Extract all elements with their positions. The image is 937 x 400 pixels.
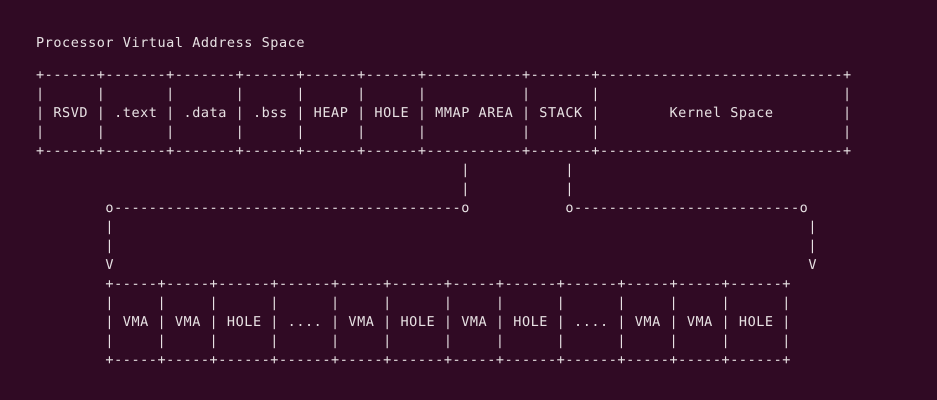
ascii-memory-layout-diagram: +------+-------+-------+------+------+--… [36, 67, 852, 368]
page-title: Processor Virtual Address Space [36, 35, 306, 51]
